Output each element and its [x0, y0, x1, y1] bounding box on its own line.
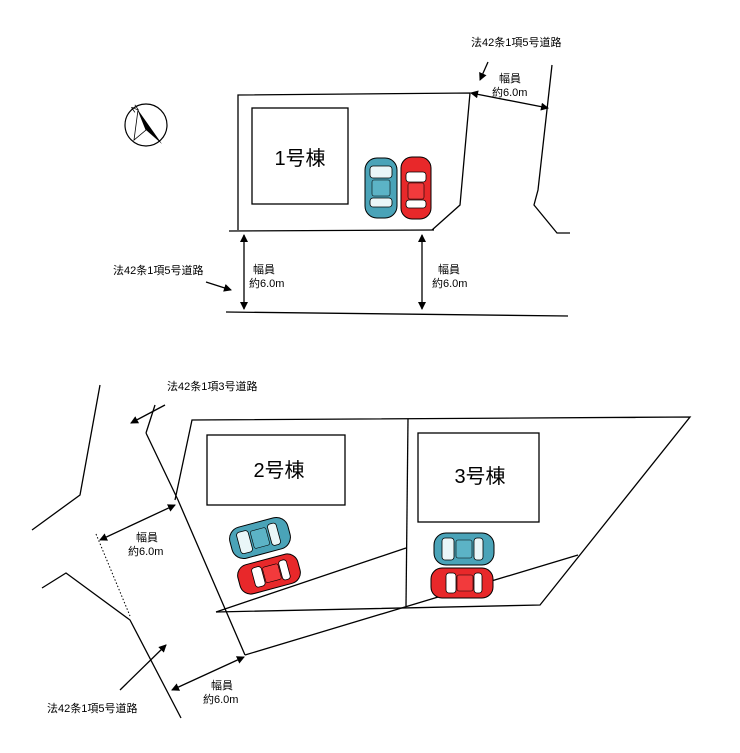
- dim-left-value: 約6.0m: [249, 276, 284, 290]
- dotted-boundary: [95, 533, 131, 617]
- car-red-icon: [430, 567, 494, 599]
- car-red-icon: [400, 156, 432, 220]
- dim-right-value: 約6.0m: [432, 276, 467, 290]
- road-left-label: 法42条1項5号道路: [113, 263, 203, 277]
- dim-lower-left-title: 幅員: [136, 531, 158, 544]
- dim-top-value: 約6.0m: [492, 85, 527, 99]
- lot-lower-boundary: [174, 416, 692, 613]
- building-1: [251, 107, 349, 205]
- road-edge-southwest: [41, 572, 182, 719]
- dim-lower-left-value: 約6.0m: [128, 544, 163, 558]
- lot-divider: [405, 418, 409, 607]
- building-1-label: 1号棟: [274, 147, 325, 170]
- dim-arrow-lower-left: [99, 504, 176, 541]
- dim-arrow-top: [470, 90, 549, 111]
- compass-icon: N: [124, 103, 168, 147]
- car-blue-icon: [433, 532, 495, 566]
- car-blue-icon: [364, 157, 398, 219]
- building-3: [417, 432, 540, 523]
- road-lower-top-label: 法42条1項3号道路: [167, 379, 257, 393]
- road-edge-west: [145, 404, 246, 656]
- upper-site: N 1号棟 幅員 約6.0m 幅員 約6.0m 幅員 約6.0m 法42条1項5…: [113, 35, 570, 317]
- road-edge-inner: [244, 554, 579, 656]
- road-lower-top-pointer: [130, 404, 166, 424]
- dim-left-title: 幅員: [253, 263, 275, 276]
- building-2-label: 2号棟: [253, 459, 304, 482]
- building-3-label: 3号棟: [454, 465, 505, 488]
- dim-top-title: 幅員: [499, 72, 521, 85]
- road-top-pointer: [479, 61, 489, 81]
- lower-site: 2号棟 3号棟 幅員 約6.0m 幅員 約6.0m 法42条1項3号道路 法42…: [31, 379, 692, 719]
- road-edge-south: [225, 311, 569, 317]
- building-2: [206, 434, 346, 506]
- road-top-label: 法42条1項5号道路: [471, 35, 561, 49]
- dim-lower-bottom-value: 約6.0m: [203, 692, 238, 706]
- road-edge-right: [533, 64, 570, 234]
- compass-north-label: N: [129, 103, 140, 115]
- driveway-edge: [215, 547, 407, 613]
- road-edge-north: [228, 229, 435, 232]
- road-lower-bottom-label: 法42条1項5号道路: [47, 701, 137, 715]
- dim-arrow-lower-bottom: [171, 656, 245, 691]
- dim-right-title: 幅員: [438, 263, 460, 276]
- dim-lower-bottom-title: 幅員: [211, 679, 233, 692]
- road-left-pointer: [205, 281, 232, 292]
- road-edge-far-west: [31, 384, 101, 531]
- lot-1-boundary: [237, 92, 471, 231]
- road-lower-bottom-pointer: [119, 644, 167, 691]
